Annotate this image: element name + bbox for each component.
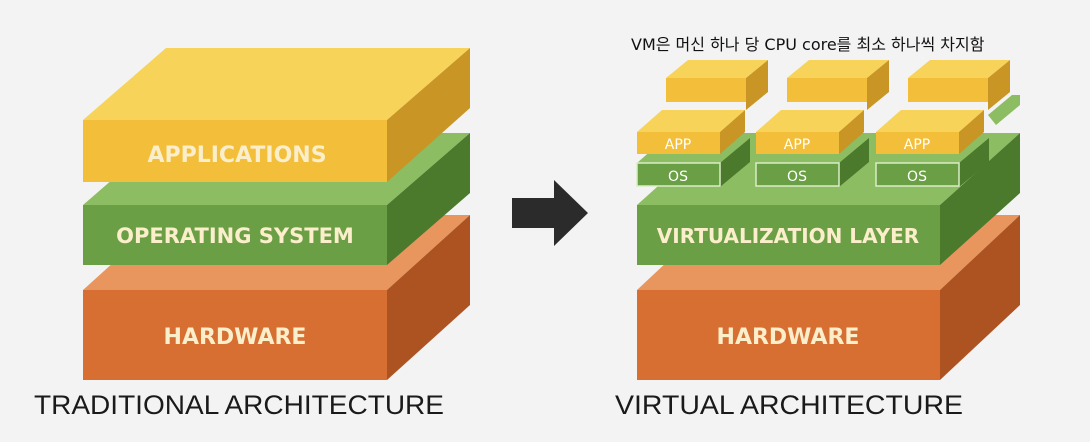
app-side-face	[387, 48, 470, 182]
app-front-face	[83, 120, 387, 182]
vm3-os-side	[959, 138, 989, 187]
vm1-back-app-top	[666, 60, 768, 78]
virt-side-face	[940, 133, 1020, 265]
traditional-applications-label: APPLICATIONS	[147, 143, 326, 168]
vm-1: OS APP	[636, 60, 768, 187]
vm3-app-side	[959, 110, 984, 154]
virtualization-layer-label: VIRTUALIZATION LAYER	[657, 224, 919, 248]
vm1-os-front	[636, 162, 721, 187]
os-side-face	[387, 133, 470, 265]
vm3-extra-top	[988, 95, 1020, 125]
vm3-app-top	[876, 110, 984, 132]
virtual-caption: VIRTUAL ARCHITECTURE	[615, 390, 963, 420]
traditional-applications-block: APPLICATIONS	[83, 48, 470, 182]
vm2-app-front	[756, 132, 839, 154]
v-hw-front-face	[637, 290, 940, 380]
vm2-app-top	[756, 110, 864, 132]
vm1-app-front	[637, 132, 720, 154]
vm1-app-label: APP	[665, 137, 691, 153]
vm2-app-side	[839, 110, 864, 154]
vm2-os-front	[755, 162, 840, 187]
virtual-hardware-label: HARDWARE	[717, 325, 860, 350]
vm2-back-app-top	[787, 60, 889, 78]
vm2-os-side	[839, 138, 869, 187]
virtual-stack: HARDWARE VIRTUALIZATION LAYER OS APP	[615, 60, 1020, 420]
right-arrow-icon	[512, 180, 588, 246]
vm-3: OS APP	[875, 60, 1020, 187]
v-hw-side-face	[940, 215, 1020, 380]
vm1-app-top	[637, 110, 745, 132]
vm-2: OS APP	[755, 60, 889, 187]
vm3-back-app-side	[988, 60, 1010, 110]
vm3-app-front	[876, 132, 959, 154]
vm3-back-app-top	[908, 60, 1010, 78]
vm3-os-label: OS	[907, 169, 927, 185]
vm3-back-app-front	[908, 78, 988, 102]
os-front-face	[83, 205, 387, 265]
app-top-face	[83, 48, 470, 120]
hw-front-face	[83, 290, 387, 380]
hw-side-face	[387, 215, 470, 380]
vm1-os-label: OS	[668, 169, 688, 185]
traditional-stack: HARDWARE OPERATING SYSTEM APPLICATIONS T…	[34, 48, 470, 420]
vm2-os-label: OS	[787, 169, 807, 185]
vm3-os-front	[875, 162, 960, 187]
vm1-back-app-front	[666, 78, 746, 102]
vm2-back-app-side	[867, 60, 889, 110]
vm1-back-app-side	[746, 60, 768, 110]
virt-front-face	[637, 205, 940, 265]
traditional-hardware-label: HARDWARE	[164, 325, 307, 350]
traditional-os-label: OPERATING SYSTEM	[116, 224, 354, 248]
cpu-core-note: VM은 머신 하나 당 CPU core를 최소 하나씩 차지함	[631, 35, 985, 54]
vm2-app-label: APP	[784, 137, 810, 153]
vm1-os-side	[720, 138, 750, 187]
vm3-app-label: APP	[904, 137, 930, 153]
vm2-back-app-front	[787, 78, 867, 102]
vm1-app-side	[720, 110, 745, 154]
traditional-caption: TRADITIONAL ARCHITECTURE	[34, 390, 444, 420]
